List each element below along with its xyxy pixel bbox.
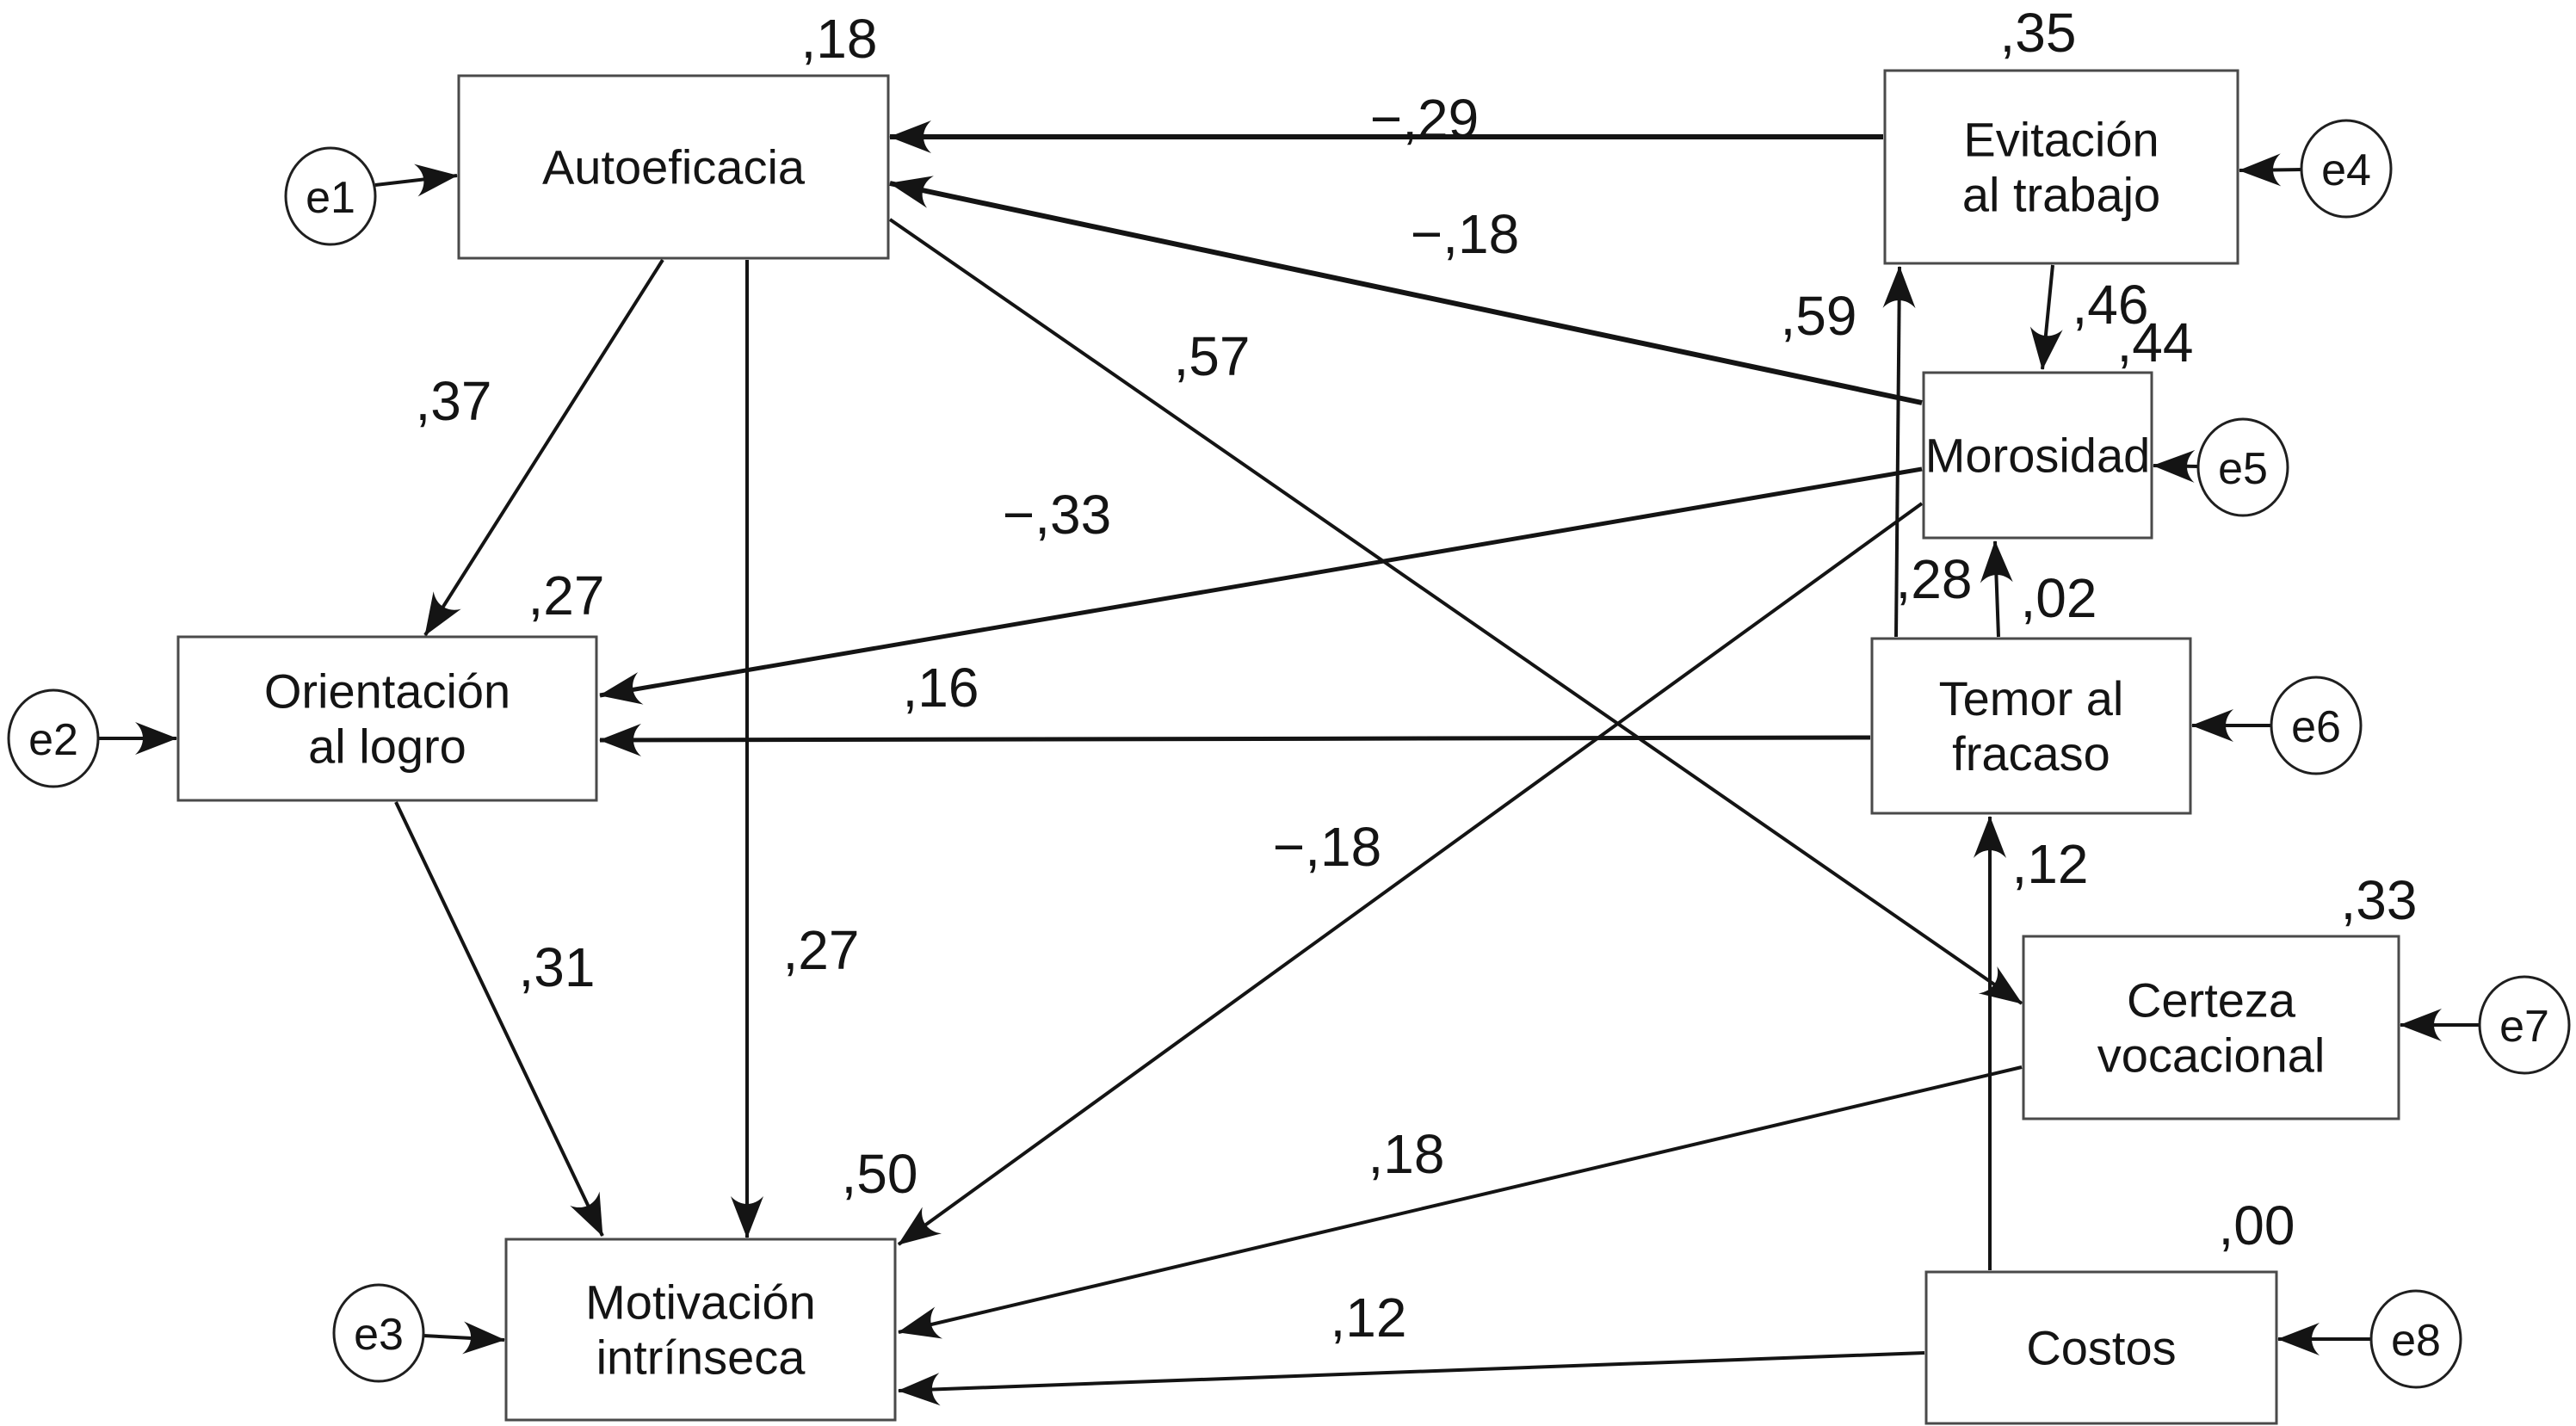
error-term-e5 [2196,417,2289,517]
construct-box-evitacion [1883,69,2239,265]
construct-box-morosidad [1922,371,2153,540]
path-arrow-temor-morosidad [1980,540,2013,638]
construct-label-orientacion-line1: Orientación [264,664,510,719]
error-label-e2: e2 [28,715,78,765]
error-term-e1 [284,146,377,246]
construct-label-temor-line2: fracaso [1952,726,2110,781]
construct-label-temor-line1: Temor al [1939,671,2124,725]
error-term-e2 [7,688,100,788]
r-squared-certeza: ,33 [2341,869,2418,931]
path-coefficient-costos-motivacion: ,12 [1331,1287,1407,1349]
path-arrow-morosidad-orientacion [599,466,1923,705]
path-arrow-morosidad-motivacion [897,502,1924,1246]
path-coefficient-morosidad-autoeficacia: −,18 [1411,203,1519,265]
construct-label-certeza-line1: Certeza [2127,973,2296,1028]
r-squared-evitacion: ,35 [2000,2,2077,64]
construct-label-orientacion-line2: al logro [308,719,466,774]
construct-box-autoeficacia [457,74,890,260]
error-label-e7: e7 [2499,1002,2549,1052]
error-arrow-e1 [374,164,458,197]
path-coefficient-orientacion-motivacion: ,31 [519,936,596,998]
error-label-e8: e8 [2391,1316,2441,1366]
r-squared-costos: ,00 [2219,1195,2295,1256]
construct-label-autoeficacia-line1: Autoeficacia [542,140,806,194]
path-coefficient-evitacion-autoeficacia: −,29 [1370,88,1479,150]
path-coefficient-temor-morosidad: ,28 [1896,548,1973,610]
construct-box-temor [1870,637,2192,815]
error-term-e3 [332,1283,425,1383]
path-coefficient-morosidad-orientacion: −,33 [1003,484,1111,546]
path-arrow-evitacion-morosidad [2029,264,2063,370]
path-arrow-orientacion-motivacion [394,801,604,1237]
construct-label-morosidad-line1: Morosidad [1925,429,2150,483]
path-coefficient-certeza-motivacion: ,18 [1368,1123,1445,1185]
r-squared-orientacion: ,27 [528,565,605,627]
path-coefficient-temor-evitacion: ,59 [1781,285,1857,347]
error-label-e5: e5 [2218,444,2268,494]
error-label-e3: e3 [354,1310,404,1360]
path-coefficient-autoeficacia-motivacion: ,27 [783,919,860,981]
error-label-e1: e1 [306,173,355,223]
construct-box-certeza [2022,935,2400,1120]
path-arrow-morosidad-autoeficacia [889,176,1923,405]
path-arrow-temor-orientacion [599,723,1871,756]
r-squared-autoeficacia: ,18 [801,8,878,70]
construct-label-motivacion-line1: Motivación [585,1275,816,1330]
path-coefficient-evitacion-morosidad: ,46 [2073,274,2149,336]
construct-label-costos-line1: Costos [2026,1321,2176,1375]
path-arrow-certeza-motivacion [898,1065,2023,1339]
r-squared-temor: ,02 [2021,567,2097,629]
error-term-e7 [2478,975,2571,1075]
construct-box-orientacion [176,635,598,802]
construct-label-motivacion-line2: intrínseca [596,1330,806,1385]
construct-label-evitacion-line1: Evitación [1963,113,2159,167]
construct-label-evitacion-line2: al trabajo [1962,168,2160,222]
r-squared-motivacion: ,50 [842,1143,918,1205]
path-arrow-autoeficacia-orientacion [423,258,664,637]
path-arrow-costos-motivacion [898,1351,1925,1406]
path-coefficient-morosidad-motivacion: −,18 [1273,816,1381,878]
construct-label-certeza-line2: vocacional [2097,1028,2326,1083]
path-coefficient-costos-temor: ,12 [2012,833,2089,895]
error-term-e8 [2369,1289,2462,1389]
error-label-e4: e4 [2321,145,2371,195]
error-term-e6 [2270,676,2363,775]
path-coefficient-autoeficacia-orientacion: ,37 [416,370,492,432]
path-coefficient-autoeficacia-certeza: ,57 [1174,325,1251,387]
construct-box-costos [1924,1270,2278,1425]
path-arrow-temor-evitacion [1882,266,1916,638]
r-squared-morosidad: ,44 [2117,312,2194,373]
error-label-e6: e6 [2291,702,2341,752]
path-coefficient-temor-orientacion: ,16 [903,657,979,719]
error-arrow-e3 [423,1321,505,1355]
construct-box-motivacion [504,1238,897,1422]
path-arrow-autoeficacia-certeza [888,218,2023,1005]
error-term-e4 [2300,119,2393,219]
